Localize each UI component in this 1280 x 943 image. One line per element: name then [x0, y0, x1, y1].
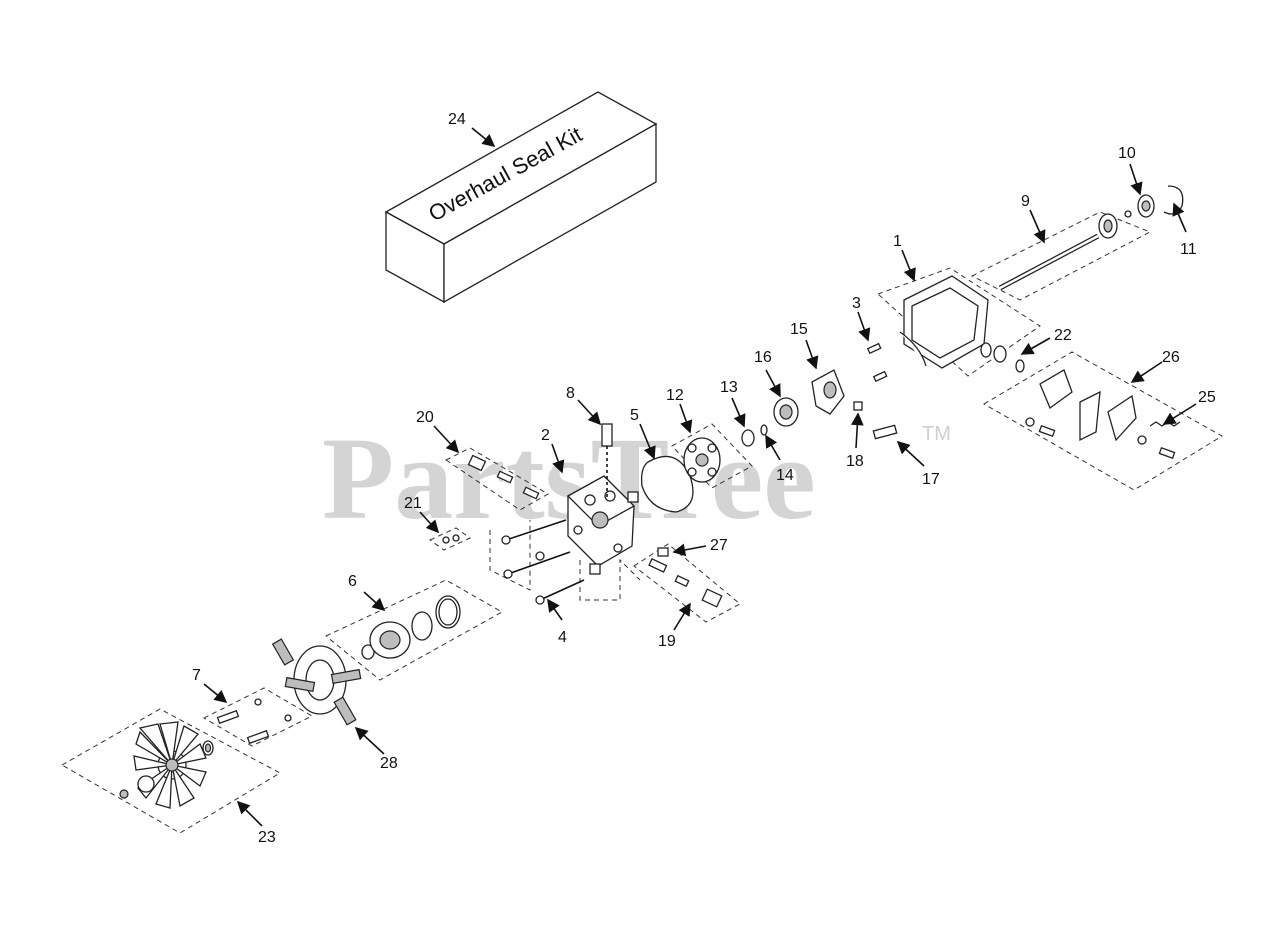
- fan-bolts[interactable]: [216, 698, 292, 745]
- control-linkage[interactable]: [1025, 369, 1176, 460]
- slot-guide[interactable]: [853, 401, 863, 411]
- group-outline-23: [60, 708, 282, 834]
- callout-16[interactable]: 16: [754, 349, 772, 366]
- axle-bearing[interactable]: [980, 342, 1025, 373]
- callout-20[interactable]: 20: [416, 409, 434, 426]
- callout-21[interactable]: 21: [404, 495, 422, 512]
- callout-19[interactable]: 19: [658, 633, 676, 650]
- callout-15[interactable]: 15: [790, 321, 808, 338]
- callout-18[interactable]: 18: [846, 453, 864, 470]
- callout-9[interactable]: 9: [1021, 193, 1030, 210]
- group-outline-7: [202, 687, 314, 747]
- callout-7[interactable]: 7: [192, 667, 201, 684]
- group-outline-2: [489, 520, 531, 591]
- plug-screw[interactable]: [657, 547, 669, 557]
- callout-24[interactable]: 24: [448, 111, 466, 128]
- relief-valve[interactable]: [648, 558, 723, 608]
- callout-3[interactable]: 3: [852, 295, 861, 312]
- check-valve-small[interactable]: [442, 534, 460, 544]
- callout-26[interactable]: 26: [1162, 349, 1180, 366]
- callout-23[interactable]: 23: [258, 829, 276, 846]
- dowel-pins[interactable]: [866, 342, 882, 355]
- callout-6[interactable]: 6: [348, 573, 357, 590]
- group-outline-21: [429, 527, 471, 551]
- fan-adapter-plate[interactable]: [271, 638, 362, 726]
- callout-4[interactable]: 4: [558, 629, 567, 646]
- main-housing[interactable]: [899, 275, 989, 369]
- callout-27[interactable]: 27: [710, 537, 728, 554]
- callout-10[interactable]: 10: [1118, 145, 1136, 162]
- group-outline-12: [671, 423, 753, 489]
- vent-plug[interactable]: [601, 423, 613, 500]
- callout-11[interactable]: 11: [1180, 241, 1197, 258]
- cylinder-block[interactable]: [683, 437, 721, 483]
- retaining-ring[interactable]: [1163, 185, 1184, 215]
- group-outline-2b: [579, 558, 641, 601]
- housing-bolts[interactable]: [501, 519, 585, 605]
- input-shaft[interactable]: [998, 210, 1132, 291]
- trunnion-arm[interactable]: [872, 424, 898, 440]
- cooling-fan[interactable]: [119, 721, 214, 809]
- callout-25[interactable]: 25: [1198, 389, 1216, 406]
- shaft-bearing[interactable]: [1137, 194, 1155, 218]
- callout-8[interactable]: 8: [566, 385, 575, 402]
- seal-kit-box[interactable]: Overhaul Seal Kit: [384, 91, 658, 304]
- callout-12[interactable]: 12: [666, 387, 684, 404]
- callout-5[interactable]: 5: [630, 407, 639, 424]
- center-section[interactable]: [566, 475, 639, 575]
- group-outline-20: [445, 447, 549, 511]
- group-outline-9: [970, 211, 1152, 301]
- callout-labels: 1 2 3 4 5 6 7 8 9 10 11 12 13 14 15 16 1…: [192, 111, 1216, 846]
- callout-13[interactable]: 13: [720, 379, 738, 396]
- group-outline-26: [983, 351, 1223, 491]
- callout-1[interactable]: 1: [893, 233, 902, 250]
- callout-14[interactable]: 14: [776, 467, 794, 484]
- swashplate[interactable]: [811, 369, 845, 415]
- callout-17[interactable]: 17: [922, 471, 940, 488]
- callout-2[interactable]: 2: [541, 427, 550, 444]
- callout-22[interactable]: 22: [1054, 327, 1072, 344]
- group-outline-1: [877, 267, 1041, 377]
- thrust-bearing[interactable]: [773, 397, 799, 427]
- small-spring-ring[interactable]: [760, 424, 768, 436]
- charge-pump[interactable]: [361, 595, 461, 660]
- thrust-washer[interactable]: [741, 429, 755, 447]
- bypass-valve[interactable]: [467, 454, 540, 500]
- callout-28[interactable]: 28: [380, 755, 398, 772]
- watermark-tm: TM: [922, 423, 951, 445]
- leader-lines: [203, 127, 1197, 827]
- housing-gasket[interactable]: [640, 455, 694, 513]
